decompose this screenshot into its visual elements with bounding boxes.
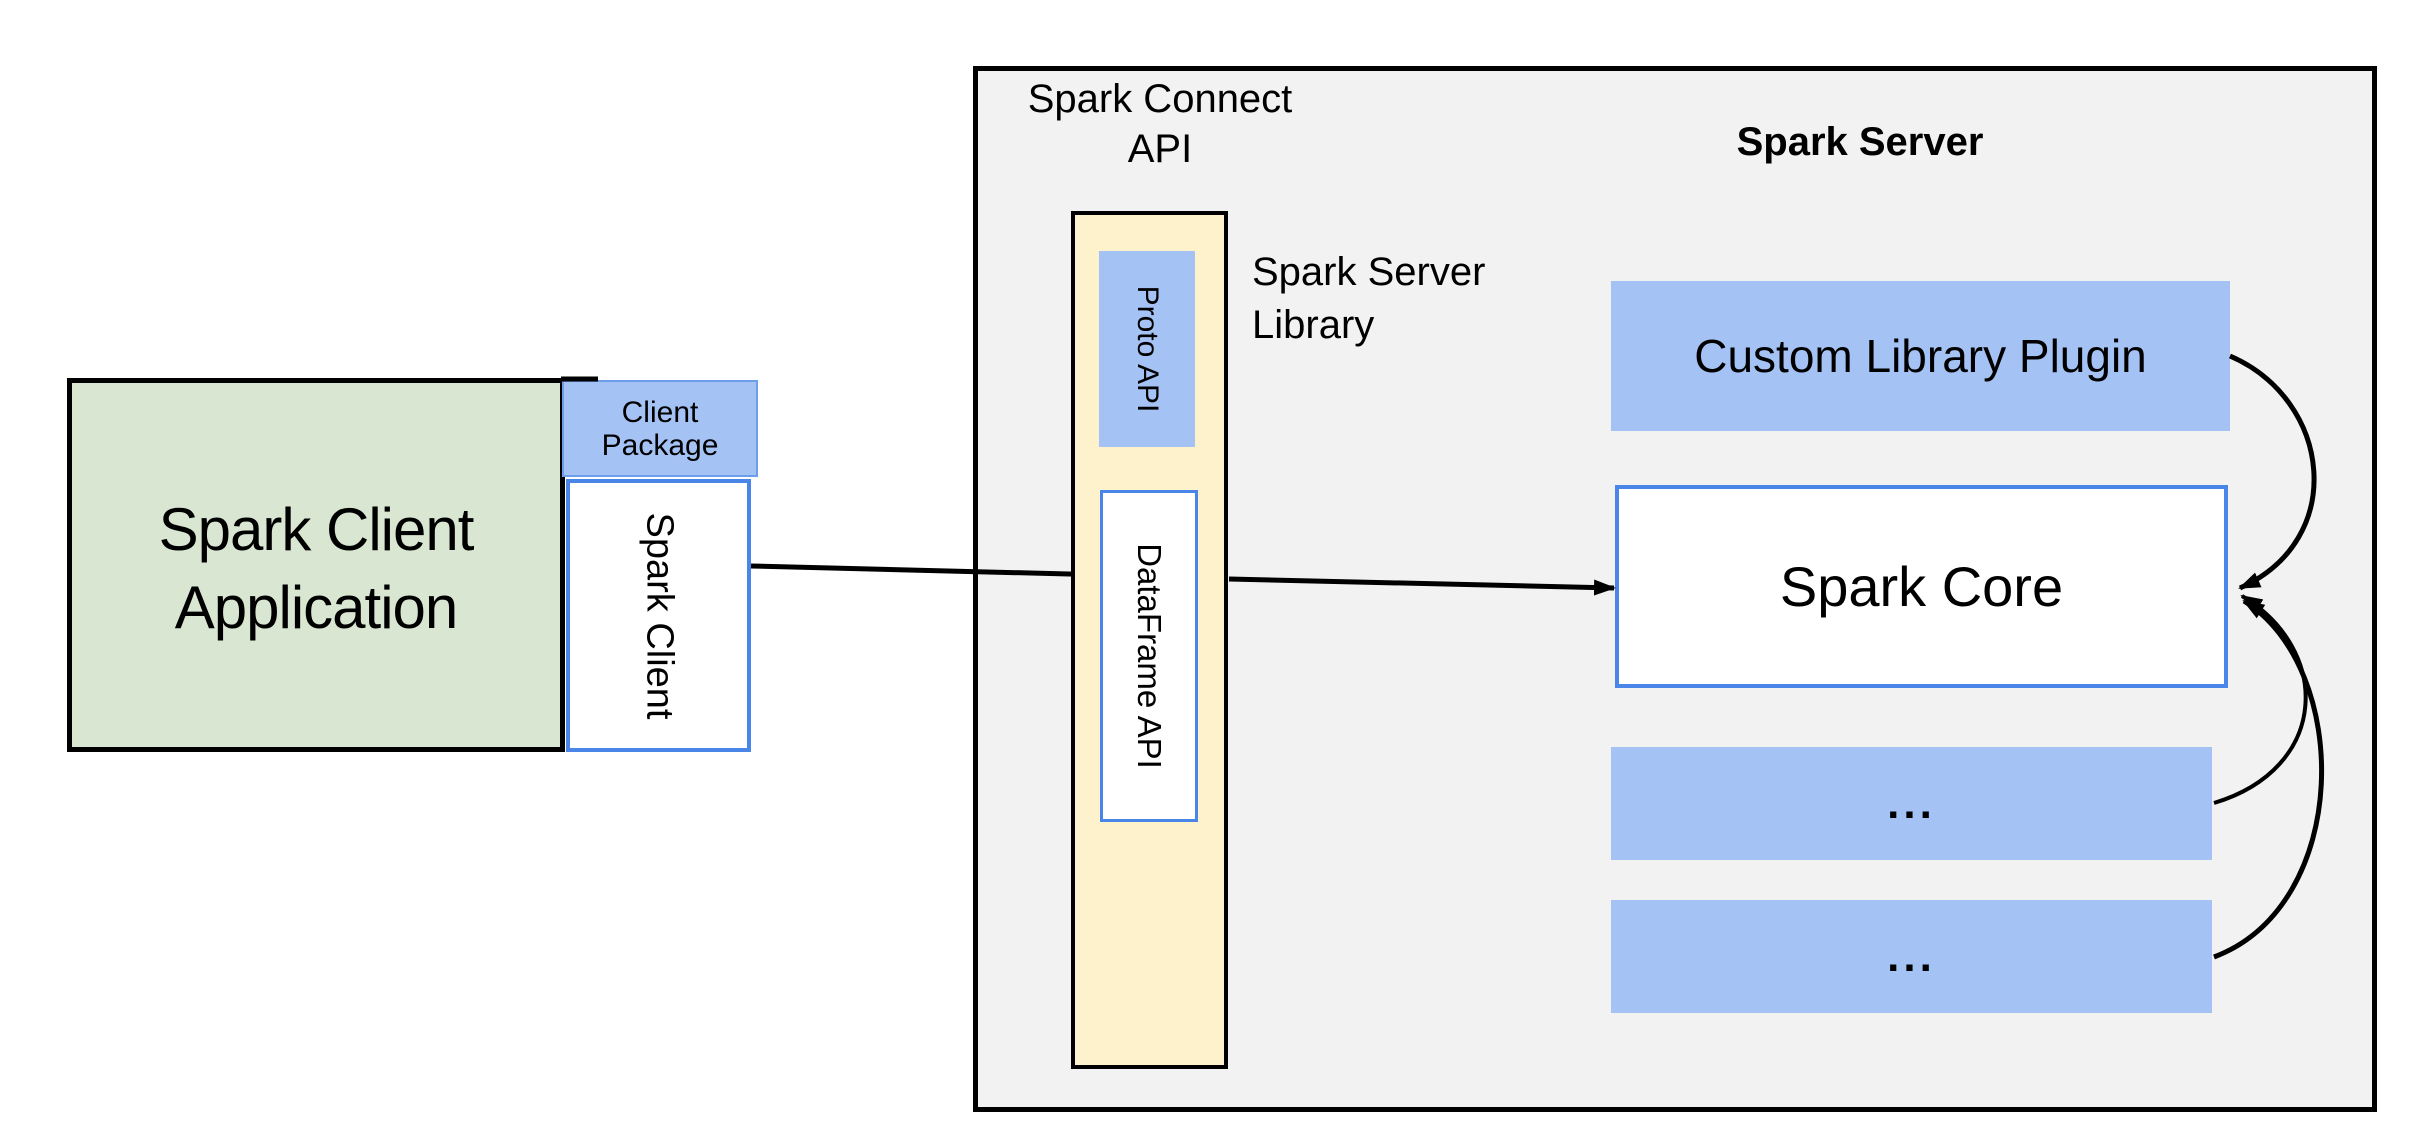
plugin-slot-box-1: ... — [1611, 747, 2212, 860]
spark-client-application-box: Spark Client Application — [67, 378, 565, 752]
dataframe-api-box: DataFrame API — [1100, 490, 1198, 822]
client-package-box: Client Package — [562, 380, 758, 477]
proto-api-box: Proto API — [1099, 251, 1195, 447]
spark-client-label: Spark Client — [638, 512, 680, 719]
spark-server-library-label: Spark Server Library — [1252, 250, 1486, 347]
spark-connect-api-title: Spark Connect API — [1027, 77, 1293, 171]
spark-server-title: Spark Server — [1736, 120, 1984, 164]
dataframe-api-label: DataFrame API — [1131, 543, 1168, 769]
plugin-slot-box-2: ... — [1611, 900, 2212, 1013]
proto-api-label: Proto API — [1131, 285, 1164, 413]
custom-library-plugin-box: Custom Library Plugin — [1611, 281, 2230, 431]
spark-core-box: Spark Core — [1615, 485, 2228, 688]
spark-client-box: Spark Client — [566, 479, 751, 752]
